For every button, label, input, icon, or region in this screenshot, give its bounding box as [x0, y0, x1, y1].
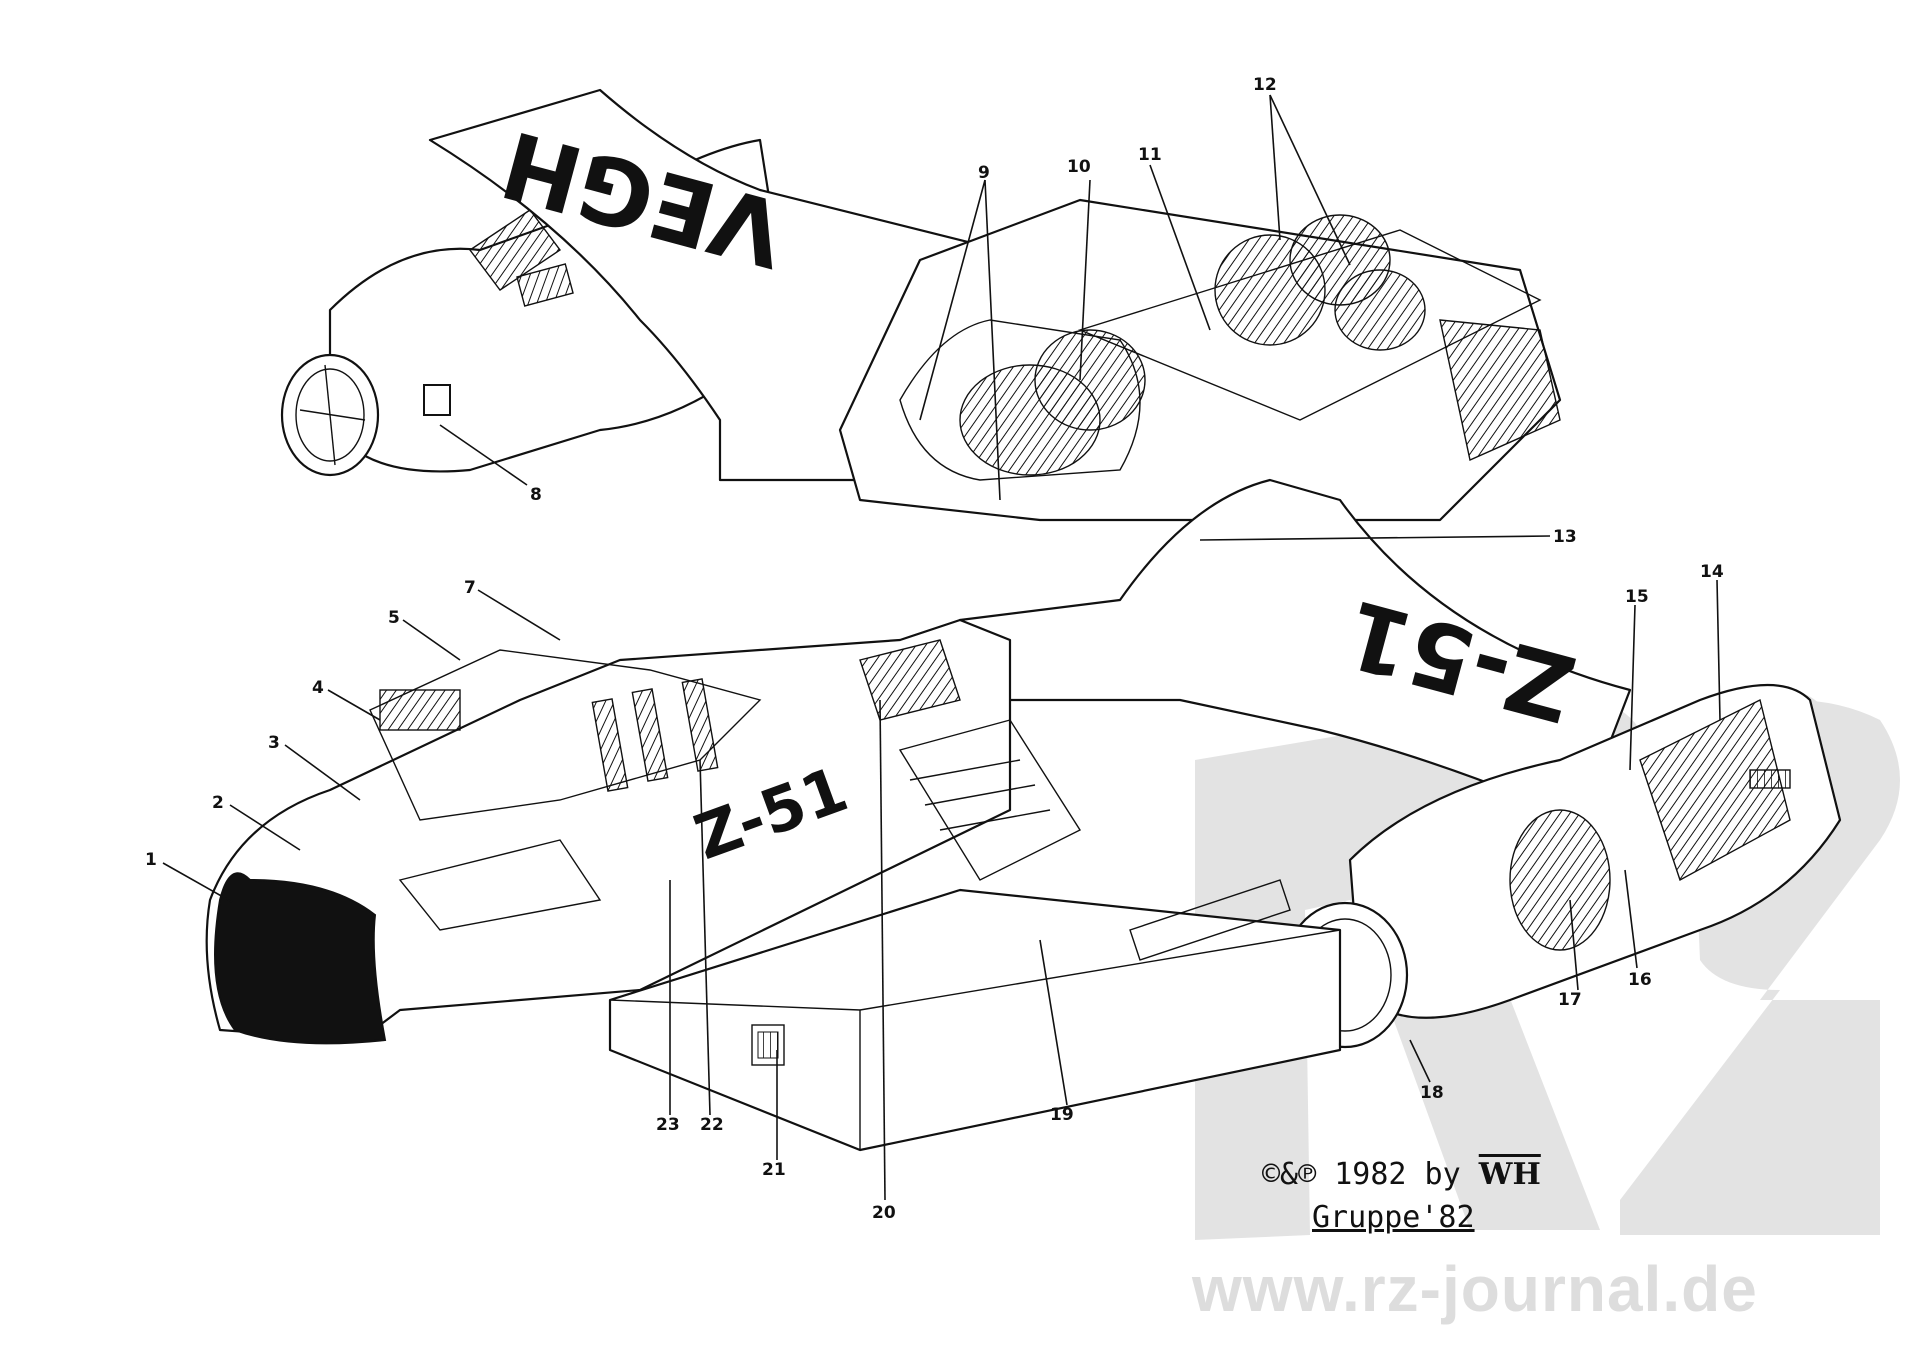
- fuselage: Z-51: [205, 618, 1082, 1042]
- callout-21: 21: [762, 1160, 786, 1180]
- cargo-module: [608, 879, 1342, 1152]
- copyright-year: ©&℗ 1982 by: [1262, 1157, 1461, 1192]
- nose-cone: [214, 872, 387, 1045]
- callout-1: 1: [145, 850, 157, 870]
- right-wing: Z-51: [958, 478, 1632, 822]
- callout-2: 2: [212, 793, 224, 813]
- callout-8: 8: [530, 485, 542, 505]
- callout-14: 14: [1700, 562, 1724, 582]
- callout-9: 9: [978, 163, 990, 183]
- engine-bay: [838, 198, 1562, 522]
- callout-5: 5: [388, 608, 400, 628]
- credit-line: ©&℗ 1982 by WH: [1262, 1157, 1541, 1192]
- callout-10: 10: [1067, 157, 1091, 177]
- callout-labels: 1 2 3 4 5 7 8 9 10 11 12 13 14 15 16 17 …: [145, 75, 1724, 1223]
- callout-23: 23: [656, 1115, 680, 1135]
- callout-19: 19: [1050, 1105, 1074, 1125]
- callout-4: 4: [312, 678, 324, 698]
- author-signature: WH: [1478, 1157, 1541, 1192]
- callout-7: 7: [464, 578, 476, 598]
- callout-11: 11: [1138, 145, 1162, 165]
- callout-20: 20: [872, 1203, 896, 1223]
- callout-15: 15: [1625, 587, 1649, 607]
- watermark-url: www.rz-journal.de: [1192, 1253, 1758, 1325]
- callout-3: 3: [268, 733, 280, 753]
- callout-12: 12: [1253, 75, 1277, 95]
- callout-18: 18: [1420, 1083, 1444, 1103]
- callout-leaders: [162, 94, 1721, 1201]
- callout-16: 16: [1628, 970, 1652, 990]
- callout-17: 17: [1558, 990, 1582, 1010]
- right-engine: [1281, 683, 1842, 1049]
- callout-13: 13: [1553, 527, 1577, 547]
- group-name: Gruppe'82: [1312, 1200, 1475, 1235]
- callout-22: 22: [700, 1115, 724, 1135]
